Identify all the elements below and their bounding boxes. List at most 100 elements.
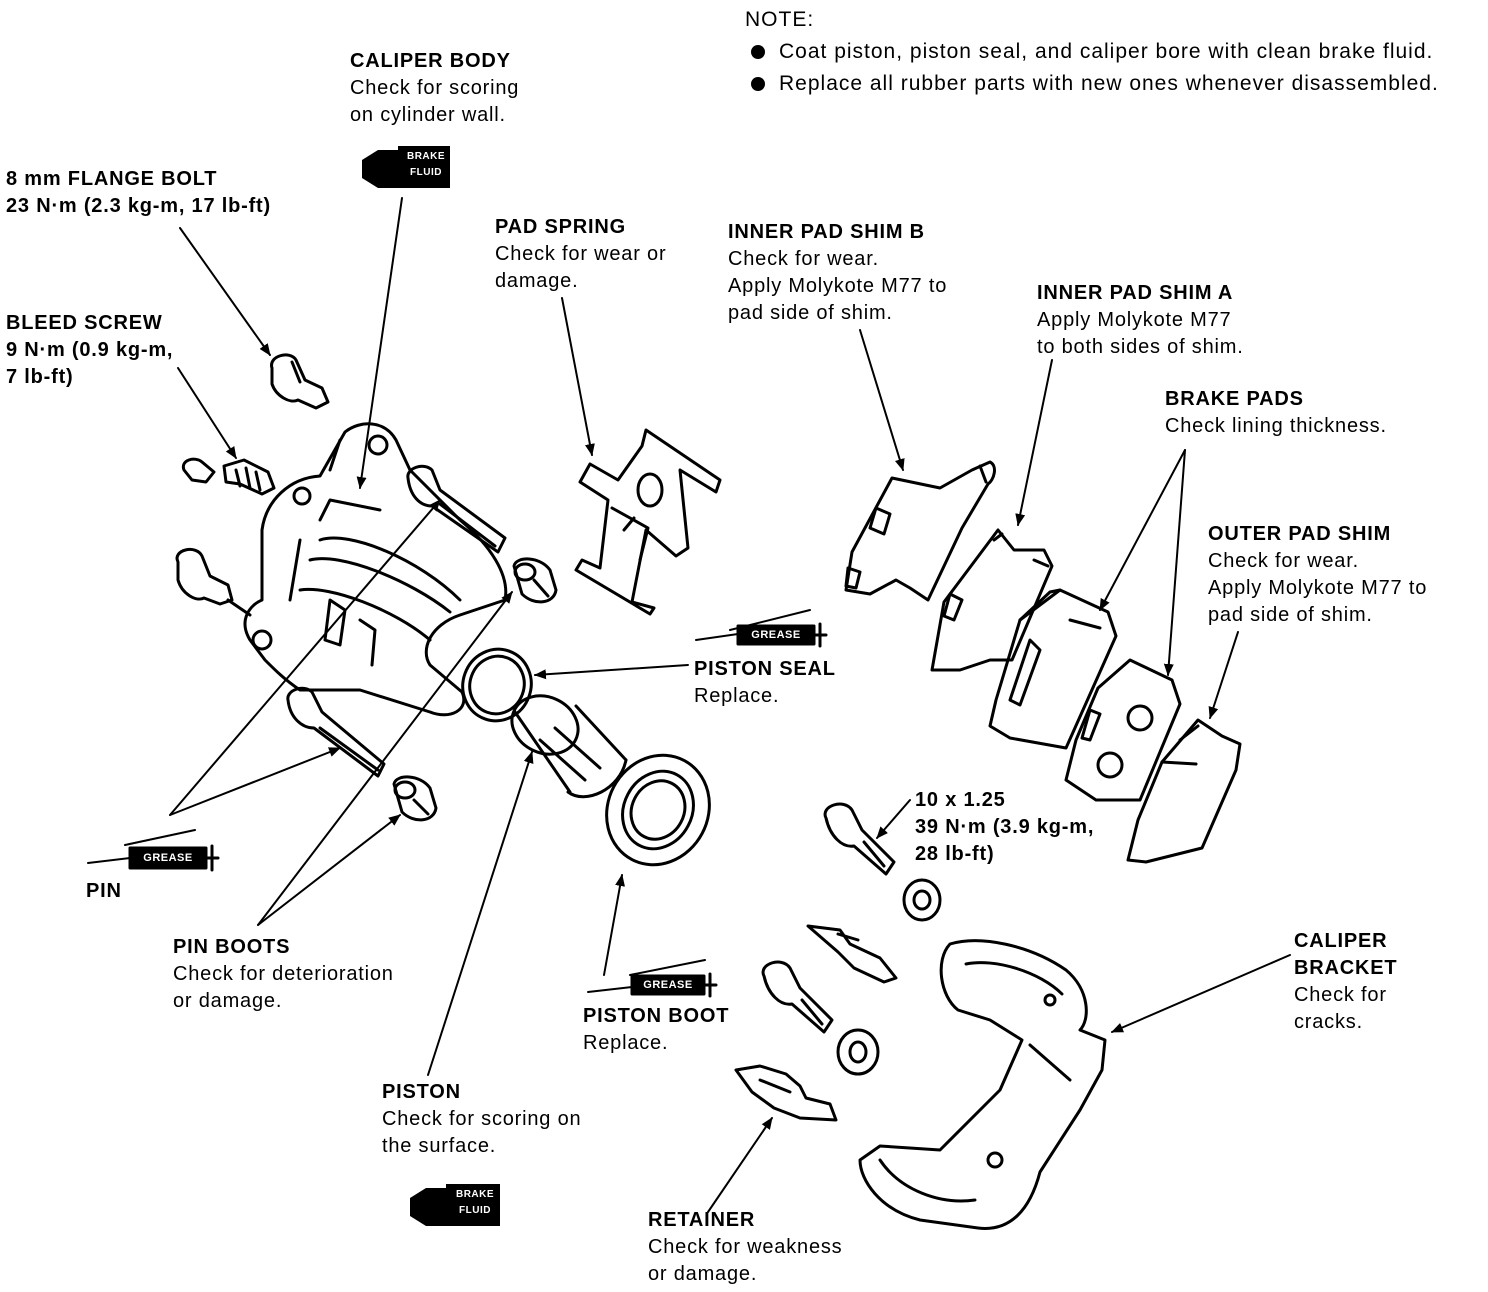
label-piston-seal-line1: Replace. [694,685,780,707]
retainer-part [734,1064,838,1122]
label-caliper-body-line1: Check for scoring [350,77,520,99]
leader-pads-1 [1099,449,1186,611]
piston-part [510,694,628,799]
label-piston-line1: Check for scoring on [382,1108,582,1130]
guide-pin-upper [406,464,507,554]
label-retainer-line2: or damage. [648,1263,758,1285]
grease-badge-pin-text: GREASE [143,852,193,864]
label-brake-pads-line1: Check lining thickness. [1165,415,1387,437]
brake-pad-outer-part [1064,658,1182,802]
label-bolt-10-line2: 28 lb-ft) [915,843,995,865]
label-outer-pad-shim-line2: Apply Molykote M77 to [1208,577,1428,599]
label-piston-seal-title: PISTON SEAL [694,658,836,680]
label-caliper-bracket-title: CALIPER [1294,930,1388,952]
leader-pin-boots-2 [257,814,401,926]
label-outer-pad-shim-title: OUTER PAD SHIM [1208,523,1392,545]
leader-piston-boot [603,874,625,976]
label-retainer-title: RETAINER [648,1209,756,1231]
leader-retainer [707,1117,773,1213]
label-bolt-10-title: 10 x 1.25 [915,789,1006,811]
label-piston-boot-line1: Replace. [583,1032,669,1054]
label-retainer-line1: Check for weakness [648,1236,843,1258]
brake-fluid-badge-bottom-line1: BRAKE [455,1189,495,1200]
pin-boot-upper [512,557,558,604]
brake-fluid-badge-bottom-line2: FLUID [459,1205,491,1216]
label-piston-boot: PISTON BOOT Replace. [583,1003,729,1057]
label-caliper-body: CALIPER BODY Check for scoring on cylind… [350,48,519,129]
label-pin-boots: PIN BOOTS Check for deterioration or dam… [173,934,394,1015]
label-inner-pad-shim-b-title: INNER PAD SHIM B [728,221,925,243]
label-pin: PIN [86,878,122,905]
label-caliper-bracket: CALIPER BRACKET Check for cracks. [1294,928,1397,1036]
label-flange-bolt-line1: 23 N·m (2.3 kg-m, 17 lb-ft) [6,195,271,217]
grease-badge-seal-text: GREASE [751,629,801,641]
leader-caliper-bracket [1111,954,1291,1033]
label-inner-pad-shim-b-line1: Check for wear. [728,248,879,270]
leader-piston-seal [534,664,689,680]
label-outer-pad-shim-line3: pad side of shim. [1208,604,1373,626]
leader-piston [427,751,534,1076]
note-heading: NOTE: [745,8,815,31]
leader-pin-2 [169,747,341,816]
leader-shim-b [859,329,905,471]
label-brake-pads: BRAKE PADS Check lining thickness. [1165,386,1387,440]
label-caliper-bracket-line3: cracks. [1294,1011,1363,1033]
grease-gun-pin-icon [87,829,220,872]
label-brake-pads-title: BRAKE PADS [1165,388,1304,410]
outer-pad-shim-part [1126,718,1242,864]
leader-bolt-10 [876,799,911,839]
label-inner-pad-shim-a-line1: Apply Molykote M77 [1037,309,1232,331]
label-caliper-body-title: CALIPER BODY [350,50,511,72]
brake-pad-inner-part [988,588,1118,750]
leader-pad-spring [561,297,595,456]
piston-boot-part [605,753,711,867]
inner-pad-shim-a-part [930,528,1054,672]
washer-lower-part [836,1028,880,1076]
leader-lines [169,197,1291,1213]
brake-fluid-badge-top-line1: BRAKE [406,151,446,162]
pin-boot-lower [392,775,438,822]
bracket-bolt-upper-part [823,802,896,876]
label-outer-pad-shim-line1: Check for wear. [1208,550,1359,572]
label-piston-boot-title: PISTON BOOT [583,1005,730,1027]
brake-fluid-badge-top-line2: FLUID [410,167,442,178]
brake-fluid-can-top-icon [362,146,450,188]
leader-shim-a [1015,359,1053,526]
flange-bolt-upper [270,353,330,410]
bleed-screw-part [181,457,276,496]
brake-fluid-can-bottom-icon [410,1184,500,1226]
label-piston: PISTON Check for scoring on the surface. [382,1079,581,1160]
label-inner-pad-shim-a: INNER PAD SHIM A Apply Molykote M77 to b… [1037,280,1244,361]
caliper-bracket-part [858,939,1107,1230]
label-bleed-screw-line1: 9 N·m (0.9 kg-m, [6,339,174,361]
label-pad-spring-line1: Check for wear or [495,243,667,265]
label-inner-pad-shim-a-title: INNER PAD SHIM A [1037,282,1234,304]
bracket-bolt-lower-part [761,960,834,1034]
label-outer-pad-shim: OUTER PAD SHIM Check for wear. Apply Mol… [1208,521,1427,629]
small-clip-part [806,924,898,984]
grease-gun-boot-icon [587,959,718,998]
inner-pad-shim-b-part [844,460,996,602]
guide-pin-lower [286,686,386,778]
label-caliper-body-line2: on cylinder wall. [350,104,506,126]
leader-flange-bolt [179,227,271,356]
label-inner-pad-shim-b: INNER PAD SHIM B Check for wear. Apply M… [728,219,947,327]
leader-pin-1 [169,499,441,816]
note-bullet-1: Coat piston, piston seal, and caliper bo… [745,36,1475,68]
leader-pin-boots-1 [257,591,513,926]
leader-caliper-body [356,197,403,489]
grease-gun-seal-icon [695,609,828,648]
label-bleed-screw-line2: 7 lb-ft) [6,366,74,388]
note-block: NOTE: Coat piston, piston seal, and cali… [745,4,1475,100]
label-pin-boots-line2: or damage. [173,990,283,1012]
label-caliper-bracket-line2: Check for [1294,984,1387,1006]
label-inner-pad-shim-a-line2: to both sides of shim. [1037,336,1244,358]
caliper-body-part [243,422,508,717]
label-pad-spring-title: PAD SPRING [495,216,626,238]
leader-outer-shim [1208,631,1239,719]
label-pin-boots-title: PIN BOOTS [173,936,291,958]
label-pin-title: PIN [86,880,122,902]
label-inner-pad-shim-b-line2: Apply Molykote M77 to [728,275,948,297]
label-caliper-bracket-line1: BRACKET [1294,957,1398,979]
